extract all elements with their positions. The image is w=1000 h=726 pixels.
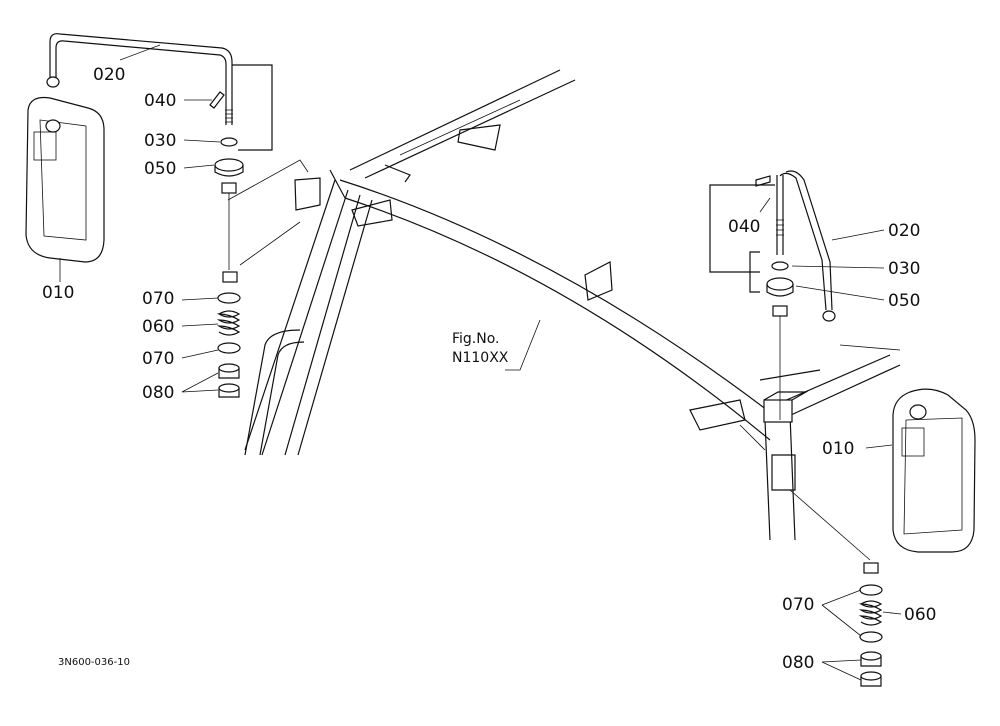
left-washer-070a xyxy=(217,292,241,304)
label-right-030: 030 xyxy=(888,259,920,279)
right-mirror xyxy=(892,388,976,553)
label-right-010: 010 xyxy=(822,439,854,459)
right-spring-060 xyxy=(858,600,883,626)
left-spring-060 xyxy=(216,310,241,336)
right-washer-070b xyxy=(859,631,883,643)
left-nut-080 xyxy=(218,363,240,398)
label-left-040: 040 xyxy=(144,91,176,111)
label-left-020: 020 xyxy=(93,65,125,85)
label-left-080: 080 xyxy=(142,383,174,403)
fig-ref-leader xyxy=(505,319,541,371)
left-mirror-assembly xyxy=(25,33,309,398)
frame-structure xyxy=(244,69,901,541)
fig-ref-line2: N110XX xyxy=(452,350,509,366)
label-left-030: 030 xyxy=(144,131,176,151)
right-mirror-assembly xyxy=(709,170,976,687)
label-right-020: 020 xyxy=(888,221,920,241)
label-left-050: 050 xyxy=(144,159,176,179)
label-right-070: 070 xyxy=(782,595,814,615)
label-left-070a: 070 xyxy=(142,289,174,309)
label-left-060: 060 xyxy=(142,317,174,337)
label-right-060: 060 xyxy=(904,605,936,625)
right-washer-070a xyxy=(859,584,883,596)
drawing-code: 3N600-036-10 xyxy=(58,657,130,668)
left-washer-070b xyxy=(217,342,241,354)
label-right-040: 040 xyxy=(728,217,760,237)
left-mirror xyxy=(25,96,105,263)
label-left-070b: 070 xyxy=(142,349,174,369)
fig-ref-line1: Fig.No. xyxy=(452,331,500,347)
label-right-080: 080 xyxy=(782,653,814,673)
right-nut-080 xyxy=(860,651,882,687)
label-right-050: 050 xyxy=(888,291,920,311)
label-left-010: 010 xyxy=(42,283,74,303)
